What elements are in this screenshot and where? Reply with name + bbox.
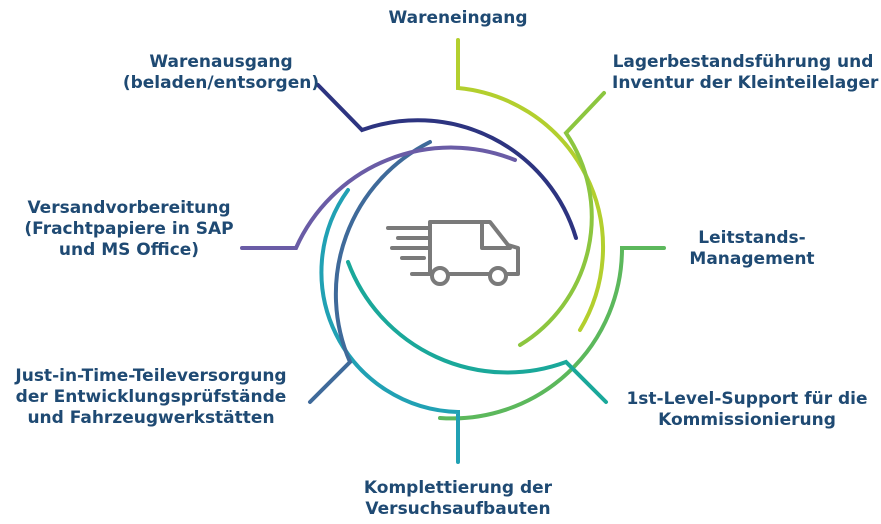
label-line: (beladen/entsorgen) [122,73,320,93]
arc-lager [518,91,606,347]
label-line: der Entwicklungsprüfstände [15,387,287,407]
arc-support [346,260,608,404]
label-line: 1st-Level-Support für die [626,389,868,409]
label-jit: Just-in-Time-Teileversorgung der Entwick… [8,366,294,429]
label-line: Just-in-Time-Teileversorgung [15,366,287,386]
arc-jit [308,140,432,404]
label-line: und MS Office) [58,240,200,260]
label-line: Versuchsaufbauten [365,499,551,519]
label-line: Lagerbestandsführung und [612,52,874,72]
label-komplettierung: Komplettierung der Versuchsaufbauten [358,478,558,520]
label-wareneingang: Wareneingang [388,8,528,29]
label-line: Wareneingang [388,8,528,28]
label-support: 1st-Level-Support für die Kommissionieru… [622,389,872,431]
label-line: Inventur der Kleinteilelager [612,73,879,93]
label-line: und Fahrzeugwerkstätten [27,408,275,428]
label-leitstand: Leitstands- Management [682,228,822,270]
arc-warenausgang [316,83,578,240]
label-line: Versandvorbereitung [27,198,231,218]
label-line: Kommissionierung [658,410,836,430]
label-lagerbestand: Lagerbestandsführung und Inventur der Kl… [612,52,879,94]
arc-wareneingang [456,38,605,332]
label-line: Warenausgang [149,52,293,72]
arc-komplett [319,188,460,464]
label-line: (Frachtpapiere in SAP [24,219,234,239]
arc-versand [240,145,517,250]
delivery-truck-icon [386,220,520,286]
label-warenausgang: Warenausgang (beladen/entsorgen) [118,52,324,94]
label-line: Management [689,249,815,269]
label-line: Leitstands- [698,228,806,248]
label-versand: Versandvorbereitung (Frachtpapiere in SA… [22,198,236,261]
label-line: Komplettierung der [363,478,553,498]
